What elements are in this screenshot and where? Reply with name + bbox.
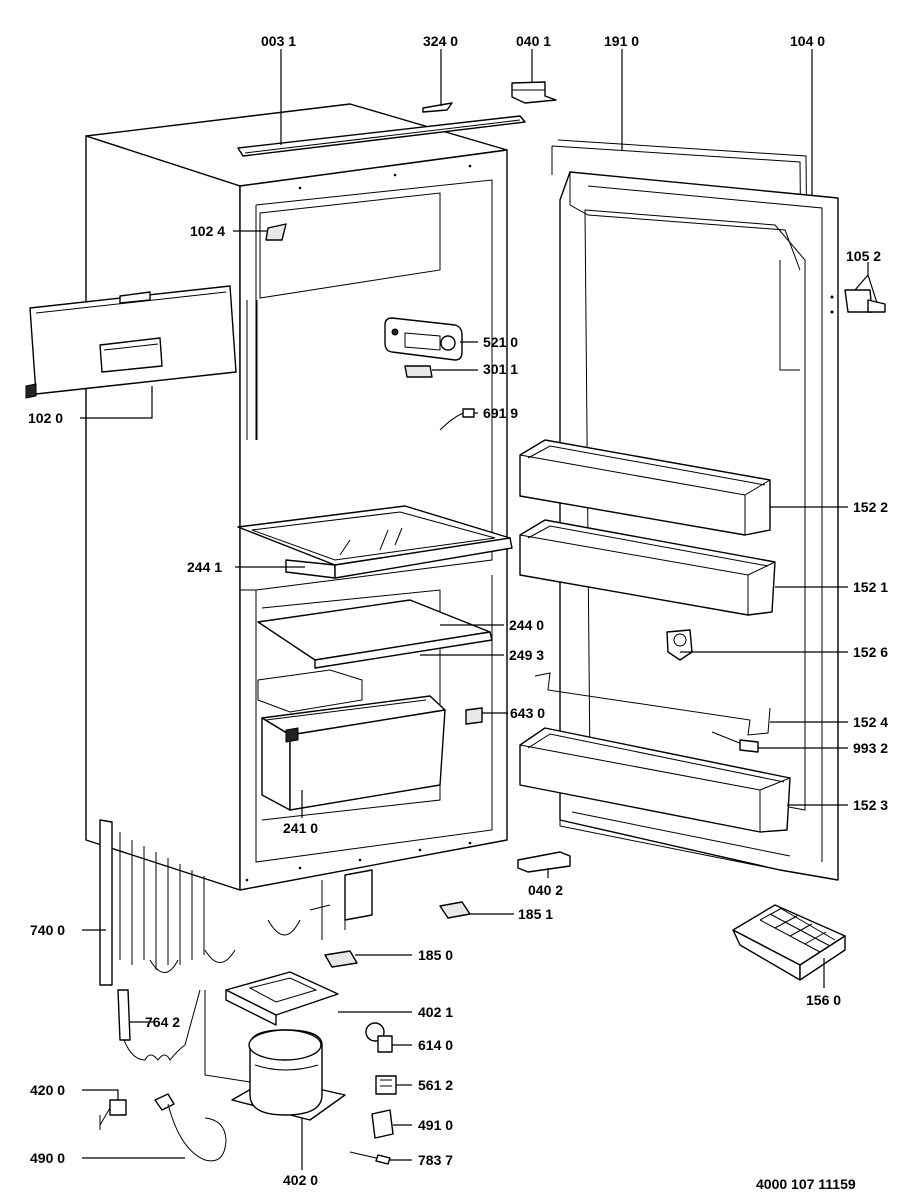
compressor-tray [225,971,339,1026]
label-491-0: 491 0 [418,1117,454,1133]
hinge-105-2 [830,289,886,314]
leader-lines [80,49,878,1170]
door-bin-152-2 [519,439,771,536]
sensor-691 [439,408,475,431]
label-156-0: 156 0 [806,992,842,1008]
thermostat-housing [384,317,463,361]
part-783-7 [349,1151,391,1165]
condenser [99,819,373,986]
label-105-2: 105 2 [846,248,882,264]
label-191-0: 191 0 [604,33,640,49]
label-490-0: 490 0 [30,1150,66,1166]
part-643-0 [465,707,483,725]
filter-drier [117,989,201,1061]
label-152-3: 152 3 [853,797,889,813]
label-614-0: 614 0 [418,1037,454,1053]
freezer-flap [25,285,237,399]
label-040-1: 040 1 [516,33,552,49]
document-number: 4000 107 11159 [756,1176,856,1192]
wire-rack [534,672,771,736]
clip-324 [422,102,453,113]
part-561-2 [375,1075,397,1095]
label-402-1: 402 1 [418,1004,454,1020]
label-740-0: 740 0 [30,922,66,938]
label-040-2: 040 2 [528,882,564,898]
label-643-0: 643 0 [510,705,546,721]
label-102-0: 102 0 [28,410,64,426]
crisper-drawer [261,695,446,811]
label-420-0: 420 0 [30,1082,66,1098]
hinge-bracket-bottom [517,851,571,873]
label-301-1: 301 1 [483,361,519,377]
part-185-1 [439,901,471,919]
compressor [204,990,346,1121]
door-bin-152-3 [519,727,791,833]
label-152-6: 152 6 [853,644,889,660]
shelf-lower [257,599,493,669]
label-185-0: 185 0 [418,947,454,963]
part-102-4 [265,223,287,241]
capacitor [99,1099,127,1130]
label-102-4: 102 4 [190,223,226,239]
glass-shelf-upper [237,505,513,579]
label-152-4: 152 4 [853,714,889,730]
part-993-2 [711,731,759,753]
part-614-0 [365,1022,393,1053]
label-244-0: 244 0 [509,617,545,633]
label-152-2: 152 2 [853,499,889,515]
label-241-0: 241 0 [283,820,319,836]
power-cord [154,1093,227,1162]
label-993-2: 993 2 [853,740,889,756]
top-rail [237,115,526,157]
label-244-1: 244 1 [187,559,223,575]
label-104-0: 104 0 [790,33,826,49]
label-003-1: 003 1 [261,33,297,49]
label-783-7: 783 7 [418,1152,454,1168]
door-bin-152-1 [519,519,776,616]
label-521-0: 521 0 [483,334,519,350]
back-box [257,669,363,713]
label-561-2: 561 2 [418,1077,454,1093]
part-301-1 [404,365,433,378]
label-324-0: 324 0 [423,33,459,49]
label-152-1: 152 1 [853,579,889,595]
label-185-1: 185 1 [518,906,554,922]
hinge-bracket-top [511,81,557,104]
label-249-3: 249 3 [509,647,545,663]
label-691-9: 691 9 [483,405,519,421]
frame-screw-dots [245,164,472,882]
label-402-0: 402 0 [283,1172,319,1188]
label-764-2: 764 2 [145,1014,181,1030]
part-185-0 [324,950,358,968]
ice-tray [732,904,846,981]
part-491-0 [371,1109,394,1139]
